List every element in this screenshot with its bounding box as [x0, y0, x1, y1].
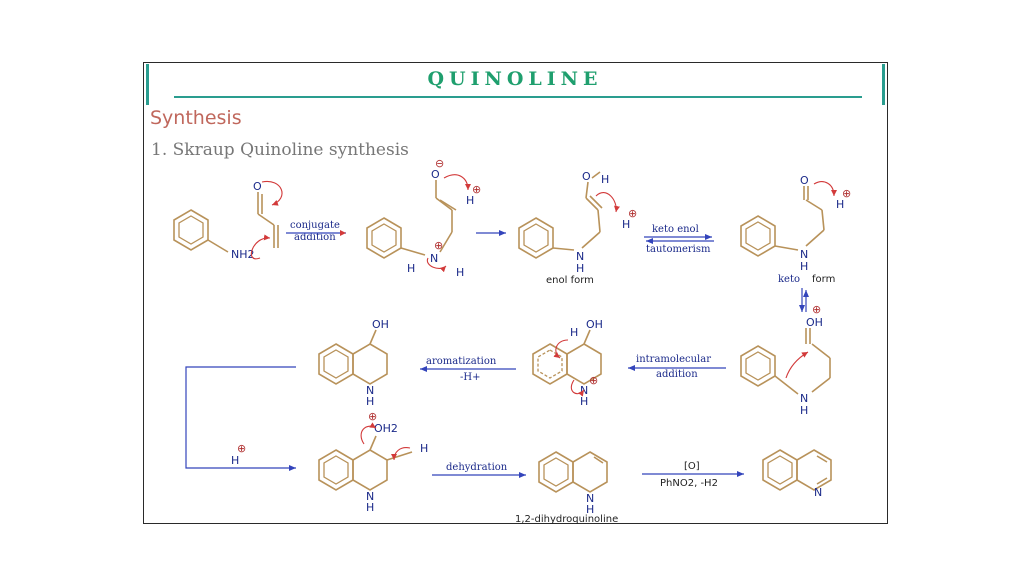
acrolein-structure: O — [250, 180, 283, 260]
h-left: H — [407, 262, 415, 275]
step-label-conjugate: conjugate — [290, 220, 340, 231]
dihydro-nh: H — [586, 503, 594, 516]
step-label-addition-2: addition — [656, 369, 698, 380]
slide-frame — [143, 62, 888, 524]
oxidant-label: [O] — [684, 461, 700, 472]
step-label-tautomerism: tautomerism — [646, 244, 711, 255]
minus-charge: ⊖ — [435, 157, 444, 170]
enol-oh-h: H — [601, 173, 609, 186]
proton-3-plus: ⊕ — [842, 187, 851, 200]
oxonium-alcohol-n: N — [366, 490, 374, 503]
method-heading: 1. Skraup Quinoline synthesis — [151, 140, 409, 160]
step-label-addition: addition — [294, 232, 336, 243]
alcohol-n: N — [366, 384, 374, 397]
h-right: H — [456, 266, 464, 279]
beta-h: H — [420, 442, 428, 455]
acrolein-oxygen: O — [253, 180, 262, 193]
oxonium-oh: OH — [806, 316, 823, 329]
oxonium-alcohol-structure: OH2 ⊕ H N H — [318, 410, 428, 514]
keto-structure: O N H H ⊕ keto form — [740, 174, 851, 285]
oxide-oxygen: O — [431, 168, 440, 181]
enol-form-label: enol form — [546, 275, 594, 286]
tetrahydroquinolinol-structure: OH N H — [318, 318, 389, 408]
step-label-keto-enol: keto enol — [652, 224, 699, 235]
step-label-dehydration: dehydration — [446, 462, 508, 473]
arrow-to-protonation — [185, 366, 296, 471]
keto-nh: H — [800, 260, 808, 273]
proton-1: H — [466, 194, 474, 207]
enol-structure: N H O H H ⊕ enol form — [518, 170, 637, 286]
title-underline — [174, 96, 862, 98]
oh2-plus: ⊕ — [368, 410, 377, 423]
dihydroquinoline-label: 1,2-dihydroquinoline — [515, 514, 618, 525]
enol-nh: H — [576, 262, 584, 275]
step-label-minus-h: -H+ — [460, 372, 480, 383]
proton-2: H — [622, 218, 630, 231]
slide-title: QUINOLINE — [427, 68, 603, 90]
step-label-aromatization: aromatization — [426, 356, 497, 367]
proton-2-plus: ⊕ — [628, 207, 637, 220]
cation-oh: OH — [586, 318, 603, 331]
plus-charge: ⊕ — [434, 239, 443, 252]
dihydroquinoline-structure: N H 1,2-dihydroquinoline — [515, 451, 618, 525]
keto-n: N — [800, 248, 808, 261]
keto-oxygen: O — [800, 174, 809, 187]
alcohol-oh: OH — [372, 318, 389, 331]
n-plus-label: N — [430, 252, 438, 265]
oxonium-plus: ⊕ — [812, 303, 821, 316]
aniline-structure: NH2 — [173, 209, 255, 261]
oxonium-nh: H — [800, 404, 808, 417]
dihydro-n: N — [586, 492, 594, 505]
cation-h: H — [570, 326, 578, 339]
keto-word: keto — [778, 274, 800, 285]
cyclized-cation-structure: OH H N H ⊕ — [532, 318, 603, 408]
proton-1-plus: ⊕ — [472, 183, 481, 196]
enol-oxygen: O — [582, 170, 591, 183]
oxidant-reagents: PhNO2, -H2 — [660, 478, 718, 489]
cation-nh: H — [580, 395, 588, 408]
section-heading: Synthesis — [150, 107, 242, 129]
oh2-label: OH2 — [374, 422, 398, 435]
quinoline-structure: N — [762, 449, 832, 499]
form-word: form — [812, 274, 835, 285]
proton-3: H — [836, 198, 844, 211]
nh2-label: NH2 — [231, 248, 255, 261]
acid-plus: ⊕ — [237, 442, 246, 455]
alcohol-nh: H — [366, 395, 374, 408]
zwitterion-structure: N ⊕ H H O ⊖ H ⊕ — [366, 157, 481, 279]
oxonium-alcohol-nh: H — [366, 501, 374, 514]
cation-plus: ⊕ — [589, 374, 598, 387]
title-bar-left — [146, 64, 149, 105]
oxonium-structure: OH ⊕ N H — [740, 303, 831, 417]
title-bar-right — [882, 64, 885, 105]
quinoline-n: N — [814, 486, 822, 499]
step-label-intramolecular: intramolecular — [636, 354, 711, 365]
enol-n: N — [576, 250, 584, 263]
oxonium-n: N — [800, 392, 808, 405]
acid-h: H — [231, 454, 239, 467]
